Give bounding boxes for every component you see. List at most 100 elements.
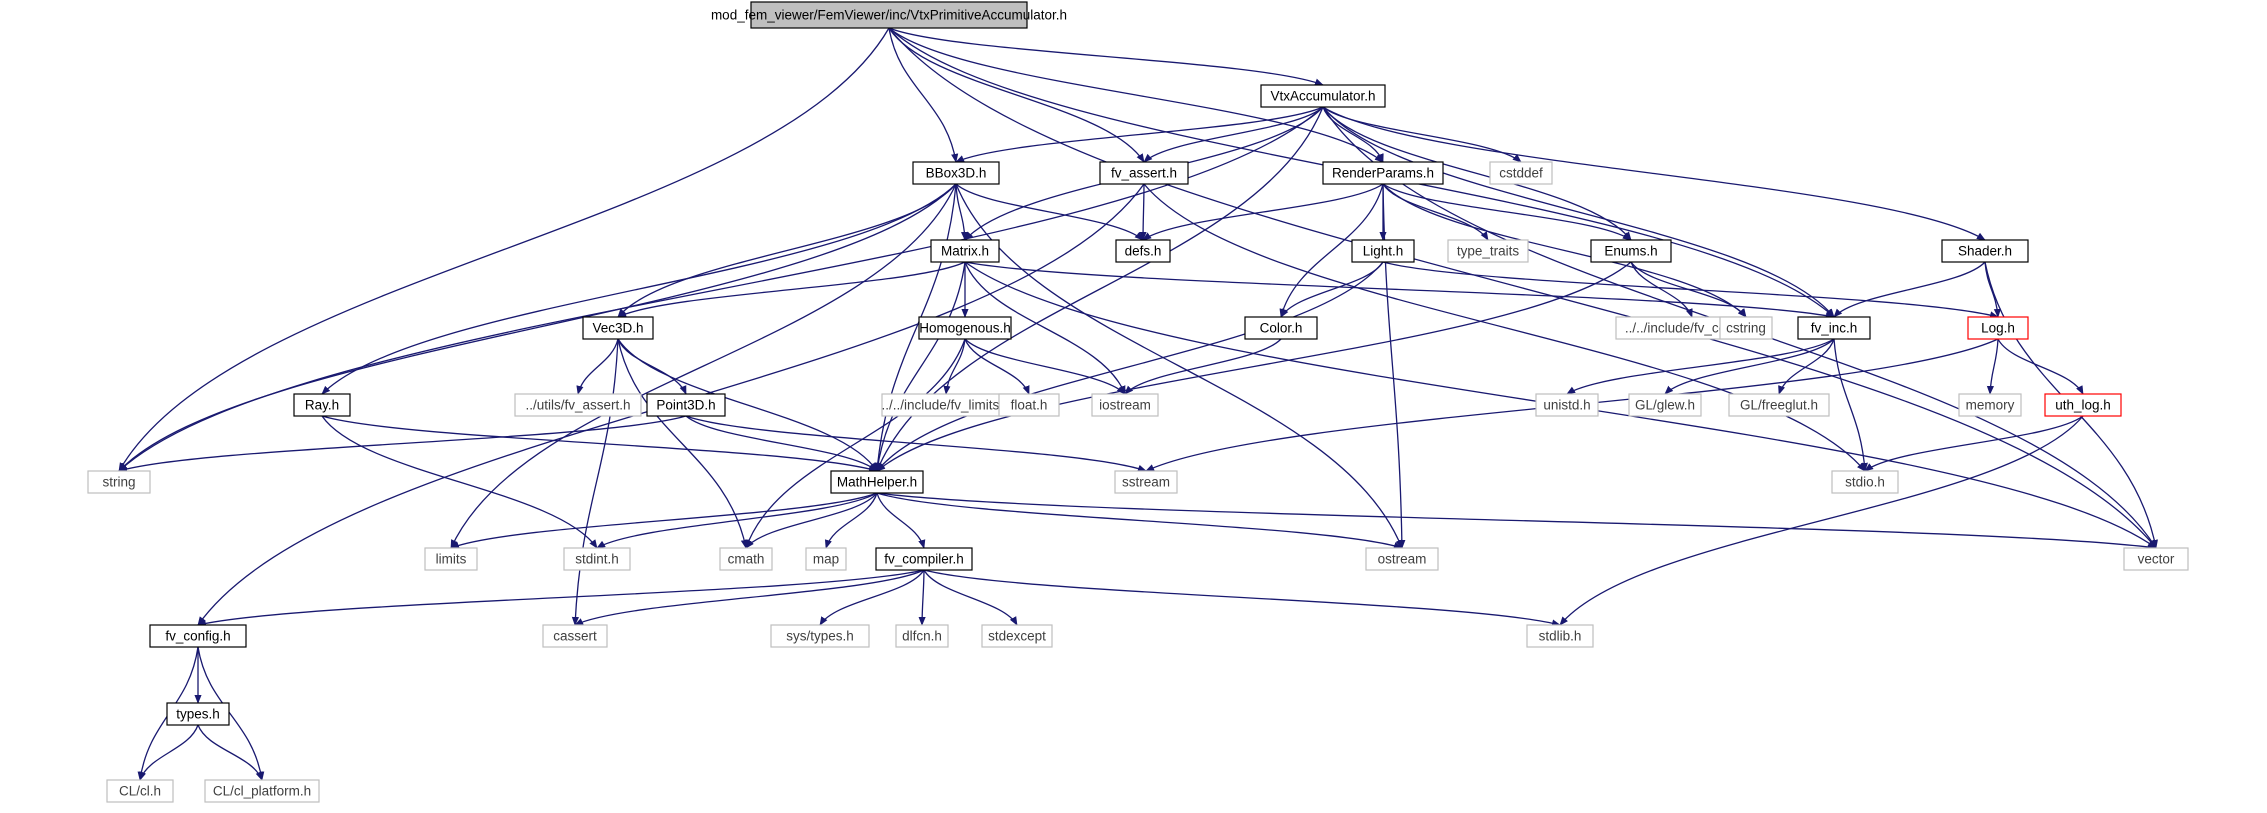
- node-label-enums: Enums.h: [1604, 244, 1657, 259]
- node-box-types: [166, 702, 230, 726]
- node-ostream: ostream: [1365, 547, 1439, 571]
- node-box-renderparams: [1322, 161, 1444, 185]
- node-root[interactable]: mod_fem_viewer/FemViewer/inc/VtxPrimitiv…: [711, 1, 1067, 29]
- nodes-layer: mod_fem_viewer/FemViewer/inc/VtxPrimitiv…: [87, 1, 2189, 803]
- edge-renderparams-to-defs: [1142, 183, 1384, 241]
- node-light[interactable]: Light.h: [1351, 239, 1415, 263]
- edge-point3d-to-mathhelper: [685, 415, 878, 472]
- node-label-color: Color.h: [1260, 321, 1303, 336]
- node-fvconfig[interactable]: fv_config.h: [149, 624, 247, 648]
- node-label-clplatform: CL/cl_platform.h: [213, 784, 311, 799]
- node-box-iostream: [1091, 393, 1159, 417]
- node-types[interactable]: types.h: [166, 702, 230, 726]
- edge-root-to-fvassert: [888, 27, 1145, 163]
- edge-types-to-clcl: [139, 724, 199, 781]
- edge-renderparams-to-cstring: [1382, 183, 1747, 318]
- edge-homog-to-iostream: [964, 338, 1126, 395]
- node-fvassert[interactable]: fv_assert.h: [1099, 161, 1189, 185]
- node-label-utilsassert: ../utils/fv_assert.h: [525, 398, 630, 413]
- node-stdint: stdint.h: [563, 547, 631, 571]
- node-fvcompiler[interactable]: fv_compiler.h: [875, 547, 973, 571]
- node-label-vector: vector: [2138, 552, 2175, 567]
- node-map: map: [805, 547, 847, 571]
- node-box-cassert: [542, 624, 608, 648]
- edge-homog-to-fvlimits: [943, 338, 966, 395]
- edge-vtxacc-to-fvinc: [1322, 106, 1835, 318]
- node-clcl: CL/cl.h: [106, 779, 174, 803]
- edge-vec3d-to-cmath: [617, 338, 748, 549]
- node-stdexcept: stdexcept: [981, 624, 1053, 648]
- node-label-shader: Shader.h: [1958, 244, 2012, 259]
- edge-fvinc-to-glew: [1664, 338, 1835, 395]
- node-box-vec3d: [582, 316, 654, 340]
- edge-vec3d-to-point3d: [617, 338, 687, 395]
- edge-root-to-renderparams: [888, 27, 1384, 163]
- edge-mathhelper-to-ostream: [876, 492, 1403, 550]
- edge-point3d-to-sstream: [685, 415, 1147, 472]
- edge-ray-to-stdint: [321, 415, 598, 549]
- node-box-uthlog: [2044, 393, 2122, 417]
- node-stdlib: stdlib.h: [1526, 624, 1594, 648]
- node-utilsassert: ../utils/fv_assert.h: [514, 393, 642, 417]
- edge-fvassert-to-stdio: [1143, 183, 1866, 472]
- edge-root-to-bbox: [888, 27, 959, 163]
- node-label-fvassert: fv_assert.h: [1111, 166, 1177, 181]
- edge-root-to-vector: [888, 27, 2157, 549]
- edge-light-to-color: [1280, 261, 1384, 318]
- node-box-fvassert: [1099, 161, 1189, 185]
- edge-mathhelper-to-map: [824, 492, 878, 549]
- node-bbox[interactable]: BBox3D.h: [912, 161, 1000, 185]
- node-vtxacc[interactable]: VtxAccumulator.h: [1260, 84, 1386, 108]
- node-string: string: [87, 470, 151, 494]
- node-label-memory: memory: [1966, 398, 2015, 413]
- node-shader[interactable]: Shader.h: [1941, 239, 2029, 263]
- edge-homog-to-floath: [964, 338, 1030, 395]
- edge-enums-to-cstring: [1630, 261, 1747, 318]
- node-homog[interactable]: Homogenous.h: [918, 316, 1012, 340]
- node-color[interactable]: Color.h: [1244, 316, 1318, 340]
- node-box-mathhelper: [830, 470, 924, 494]
- node-box-limits: [424, 547, 478, 571]
- node-enums[interactable]: Enums.h: [1590, 239, 1672, 263]
- edge-shader-to-fvinc: [1833, 261, 1986, 318]
- node-box-map: [805, 547, 847, 571]
- node-label-vec3d: Vec3D.h: [592, 321, 643, 336]
- node-box-dlfcn: [895, 624, 949, 648]
- edge-logh-to-uthlog: [1997, 338, 2084, 395]
- node-logh[interactable]: Log.h: [1967, 316, 2029, 340]
- edge-matrix-to-fvinc: [964, 261, 1835, 320]
- node-vec3d[interactable]: Vec3D.h: [582, 316, 654, 340]
- node-uthlog[interactable]: uth_log.h: [2044, 393, 2122, 417]
- edge-bbox-to-defs: [955, 183, 1144, 241]
- node-label-clcl: CL/cl.h: [119, 784, 161, 799]
- node-limits: limits: [424, 547, 478, 571]
- node-label-limits: limits: [436, 552, 467, 567]
- edge-matrix-to-mathhelper: [874, 261, 966, 472]
- edge-bbox-to-limits: [450, 183, 957, 549]
- node-label-systypes: sys/types.h: [786, 629, 854, 644]
- node-box-string: [87, 470, 151, 494]
- node-label-stdexcept: stdexcept: [988, 629, 1046, 644]
- edge-fvcompiler-to-stdexcept: [923, 569, 1018, 626]
- node-matrix[interactable]: Matrix.h: [930, 239, 1000, 263]
- edge-homog-to-cmath: [745, 338, 966, 549]
- node-label-mathhelper: MathHelper.h: [837, 475, 917, 490]
- edge-bbox-to-string: [118, 183, 957, 472]
- node-label-fvcompiler: fv_compiler.h: [884, 552, 964, 567]
- edge-fvinc-to-unistd: [1566, 338, 1835, 395]
- node-defs[interactable]: defs.h: [1115, 239, 1171, 263]
- node-label-fvinc: fv_inc.h: [1811, 321, 1858, 336]
- edge-uthlog-to-stdio: [1864, 415, 2084, 472]
- node-label-stdio: stdio.h: [1845, 475, 1885, 490]
- edge-fvcompiler-to-dlfcn: [918, 569, 926, 626]
- edge-renderparams-to-ostream: [1382, 183, 1406, 549]
- node-mathhelper[interactable]: MathHelper.h: [830, 470, 924, 494]
- node-point3d[interactable]: Point3D.h: [646, 393, 726, 417]
- node-renderparams[interactable]: RenderParams.h: [1322, 161, 1444, 185]
- node-fvinc[interactable]: fv_inc.h: [1797, 316, 1871, 340]
- node-box-shader: [1941, 239, 2029, 263]
- node-ray[interactable]: Ray.h: [293, 393, 351, 417]
- edge-fvcompiler-to-fvconfig: [197, 569, 925, 627]
- node-dlfcn: dlfcn.h: [895, 624, 949, 648]
